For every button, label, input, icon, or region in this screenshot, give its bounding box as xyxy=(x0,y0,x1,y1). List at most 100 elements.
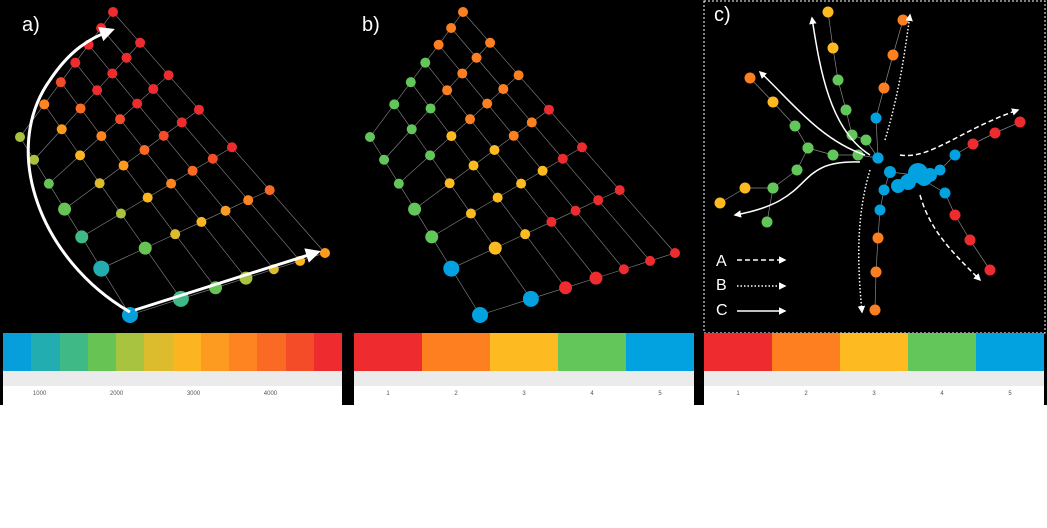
node xyxy=(187,165,198,176)
edge xyxy=(451,247,496,269)
node xyxy=(468,160,479,171)
colorbar-tick-label: 4 xyxy=(940,391,944,397)
node xyxy=(852,149,864,161)
arrow-c xyxy=(733,161,861,218)
edge xyxy=(174,233,216,288)
edge xyxy=(101,135,124,166)
node xyxy=(465,114,476,125)
edge xyxy=(473,165,498,198)
node xyxy=(75,150,86,161)
node xyxy=(243,195,254,206)
colorbar-swatch xyxy=(490,333,558,371)
node xyxy=(537,165,548,176)
node xyxy=(874,204,886,216)
node xyxy=(989,127,1001,139)
node xyxy=(546,216,557,227)
edge xyxy=(60,81,81,109)
edge xyxy=(79,155,100,184)
edge xyxy=(446,90,471,120)
edge xyxy=(231,147,270,191)
edge xyxy=(129,298,181,316)
colorbar-swatch xyxy=(354,333,422,371)
colorbar-swatch xyxy=(840,333,908,371)
node xyxy=(170,229,181,240)
node xyxy=(444,178,455,189)
node xyxy=(485,37,496,48)
node xyxy=(94,178,105,189)
edge xyxy=(96,90,121,120)
edge xyxy=(462,73,488,104)
node xyxy=(949,209,961,221)
edge xyxy=(225,210,275,270)
node xyxy=(15,132,25,142)
node xyxy=(56,124,67,135)
node xyxy=(508,130,519,141)
edge xyxy=(429,155,450,184)
edge xyxy=(438,44,463,74)
edge xyxy=(562,158,599,201)
node xyxy=(827,42,839,54)
node xyxy=(589,271,603,285)
node xyxy=(498,84,509,95)
edge xyxy=(247,199,301,262)
node xyxy=(220,205,231,216)
node xyxy=(482,98,493,109)
edge xyxy=(451,135,474,166)
node xyxy=(176,117,187,128)
node xyxy=(379,154,390,165)
node xyxy=(939,187,951,199)
edge xyxy=(136,103,164,136)
node xyxy=(739,182,751,194)
node xyxy=(860,134,872,146)
legend-label-a: A xyxy=(716,253,727,270)
edge xyxy=(181,122,214,159)
node xyxy=(618,264,629,275)
edge xyxy=(101,247,146,269)
node xyxy=(878,82,890,94)
edge xyxy=(112,11,141,43)
panel-label-b: b) xyxy=(362,14,380,36)
node xyxy=(93,260,110,277)
edge xyxy=(394,104,412,130)
network-diagrams xyxy=(15,0,1046,334)
edge xyxy=(112,73,138,104)
node xyxy=(446,22,457,33)
edge xyxy=(494,149,522,184)
colorbar-axis xyxy=(704,371,1044,386)
node xyxy=(846,129,858,141)
node xyxy=(196,216,207,227)
edge xyxy=(581,147,620,191)
node xyxy=(897,14,909,26)
node xyxy=(869,304,881,316)
node xyxy=(791,164,803,176)
node xyxy=(132,98,143,109)
edge xyxy=(489,42,519,76)
node xyxy=(405,77,416,88)
colorbar-tick-label: 5 xyxy=(658,391,662,397)
node xyxy=(832,74,844,86)
arrow-b xyxy=(884,13,913,141)
node xyxy=(70,57,81,68)
edge xyxy=(198,109,233,148)
node xyxy=(559,281,573,295)
node xyxy=(645,255,656,266)
colorbar-tick-label: 1000 xyxy=(32,391,47,397)
node xyxy=(442,85,453,96)
colorbar-swatch xyxy=(59,333,88,371)
node xyxy=(142,192,153,203)
colorbar-tick-label: 2 xyxy=(804,391,808,397)
hub-node xyxy=(916,170,932,186)
node xyxy=(446,131,457,142)
edge xyxy=(518,74,550,110)
node xyxy=(433,39,444,50)
legend-label-b: B xyxy=(716,277,727,294)
node xyxy=(670,248,680,258)
edge xyxy=(469,118,495,151)
node xyxy=(425,103,436,114)
node xyxy=(1014,116,1026,128)
node xyxy=(887,49,899,61)
colorbar-strip xyxy=(3,333,342,371)
node xyxy=(163,70,174,81)
arrow-b xyxy=(857,169,871,314)
colorbar-swatch xyxy=(558,333,626,371)
